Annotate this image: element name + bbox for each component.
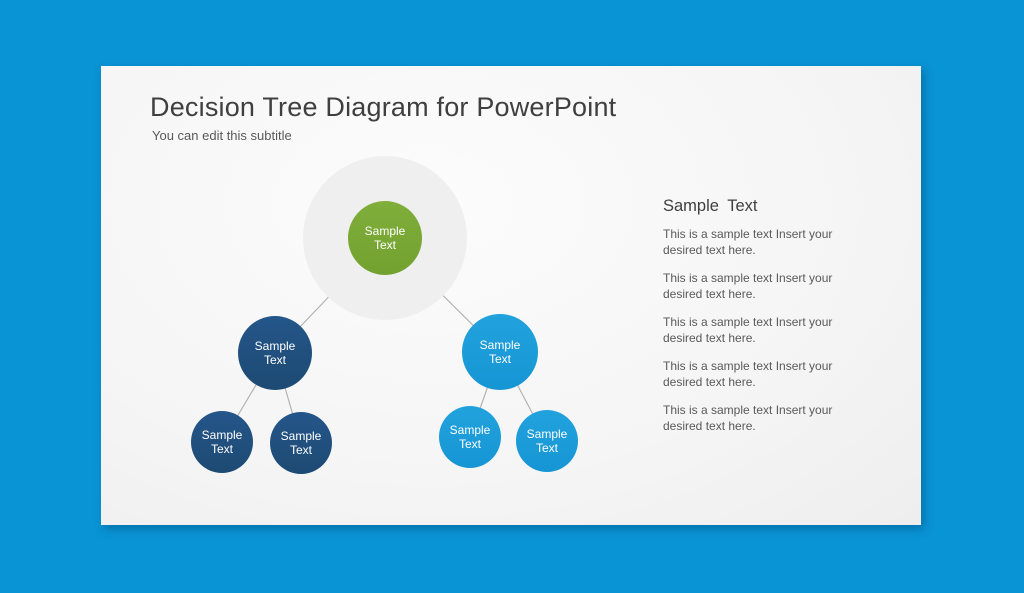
description-paragraph: This is a sample text Insert your desire… xyxy=(663,271,833,301)
tree-node-right-child: Sample Text xyxy=(462,314,538,390)
description-panel: Sample Text This is a sample text Insert… xyxy=(663,197,851,447)
description-heading: Sample Text xyxy=(663,197,758,215)
slide-subtitle: You can edit this subtitle xyxy=(152,128,292,143)
description-paragraph: This is a sample text Insert your desire… xyxy=(663,359,833,389)
tree-node-left-grandchild-1: Sample Text xyxy=(191,411,253,473)
tree-node-right-grandchild-2-label: Sample Text xyxy=(526,426,568,455)
tree-node-left-child: Sample Text xyxy=(238,316,312,390)
tree-node-root-label: Sample Text xyxy=(364,223,406,252)
description-paragraph: This is a sample text Insert your desire… xyxy=(663,315,833,345)
description-paragraph: This is a sample text Insert your desire… xyxy=(663,403,833,433)
description-paragraph: This is a sample text Insert your desire… xyxy=(663,227,833,257)
slide-title: Decision Tree Diagram for PowerPoint xyxy=(150,92,617,122)
tree-node-left-grandchild-1-label: Sample Text xyxy=(201,427,243,456)
tree-node-left-grandchild-2-label: Sample Text xyxy=(280,428,322,457)
tree-node-left-child-label: Sample Text xyxy=(254,338,296,367)
slide-canvas: Decision Tree Diagram for PowerPoint You… xyxy=(101,66,921,525)
tree-node-right-grandchild-1: Sample Text xyxy=(439,406,501,468)
tree-node-left-grandchild-2: Sample Text xyxy=(270,412,332,474)
tree-node-root: Sample Text xyxy=(348,201,422,275)
tree-node-right-child-label: Sample Text xyxy=(479,337,521,366)
tree-node-right-grandchild-1-label: Sample Text xyxy=(449,422,491,451)
tree-node-right-grandchild-2: Sample Text xyxy=(516,410,578,472)
